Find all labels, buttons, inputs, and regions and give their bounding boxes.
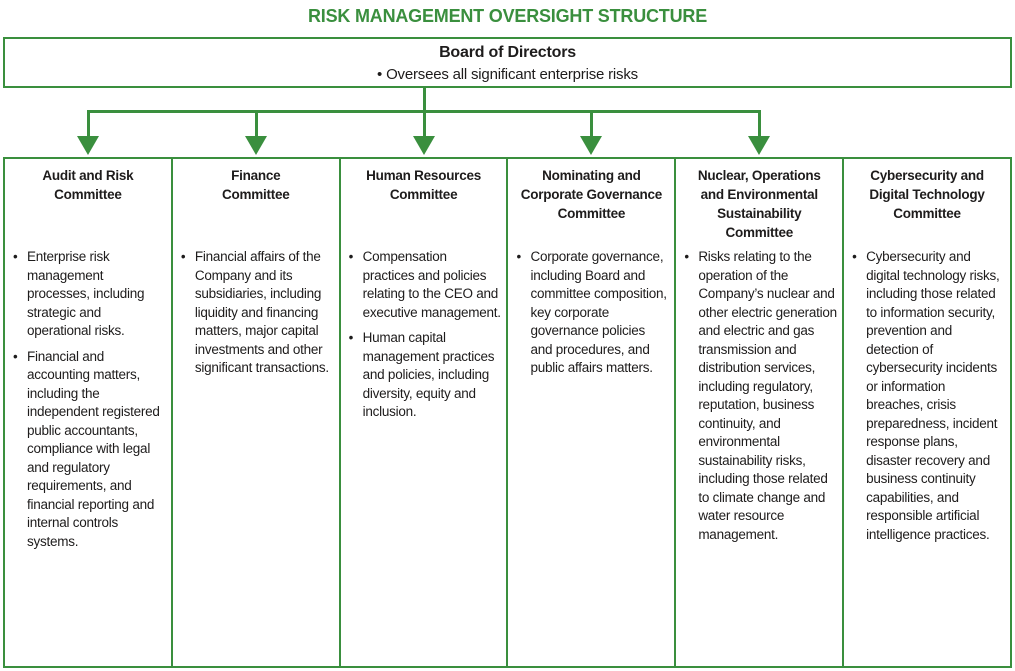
- committee-bullet: Cybersecurity and digital technology ris…: [849, 248, 1005, 544]
- committee-bullet-list: Compensation practices and policies rela…: [346, 248, 502, 422]
- committee-title: Nuclear, Operations and Environmental Su…: [697, 168, 821, 240]
- committee-title: Finance Committee: [221, 168, 290, 202]
- committee-box-cybersecurity-digital-technology: Cybersecurity and Digital Technology Com…: [844, 159, 1010, 666]
- committee-bullet-list: Cybersecurity and digital technology ris…: [849, 248, 1005, 544]
- committee-box-nuclear-operations-sustainability: Nuclear, Operations and Environmental Su…: [676, 159, 845, 666]
- committees-row: Audit and Risk Committee Enterprise risk…: [3, 157, 1012, 668]
- committee-bullet-list: Risks relating to the operation of the C…: [681, 248, 837, 544]
- committee-bullet-list: Financial affairs of the Company and its…: [178, 248, 334, 378]
- connector-arrows: [3, 88, 1012, 157]
- connector-drop-line: [422, 110, 426, 138]
- committee-title: Human Resources Committee: [366, 168, 481, 202]
- board-title: Board of Directors: [439, 44, 576, 61]
- connector-drop-line: [757, 110, 761, 138]
- committee-bullet: Human capital management practices and p…: [346, 329, 502, 422]
- committee-bullet: Risks relating to the operation of the C…: [681, 248, 837, 544]
- risk-oversight-diagram: RISK MANAGEMENT OVERSIGHT STRUCTURE Boar…: [0, 4, 1015, 671]
- committee-bullet-list: Enterprise risk management processes, in…: [10, 248, 166, 551]
- connector-drop-line: [86, 110, 90, 138]
- committee-title: Audit and Risk Committee: [42, 168, 134, 202]
- connector-drop-line: [589, 110, 593, 138]
- connector-drop-line: [254, 110, 258, 138]
- down-arrow-icon: [77, 136, 99, 155]
- committee-box-audit-and-risk: Audit and Risk Committee Enterprise risk…: [5, 159, 173, 666]
- committee-bullet: Financial and accounting matters, includ…: [10, 348, 166, 552]
- down-arrow-icon: [748, 136, 770, 155]
- committee-bullet: Enterprise risk management processes, in…: [10, 248, 166, 341]
- committee-bullet: Corporate governance, including Board an…: [513, 248, 669, 378]
- down-arrow-icon: [413, 136, 435, 155]
- down-arrow-icon: [245, 136, 267, 155]
- committee-bullet-list: Corporate governance, including Board an…: [513, 248, 669, 378]
- page-title: RISK MANAGEMENT OVERSIGHT STRUCTURE: [307, 6, 707, 26]
- committee-box-human-resources: Human Resources Committee Compensation p…: [341, 159, 509, 666]
- connector-trunk-line: [422, 88, 426, 113]
- committee-bullet: Compensation practices and policies rela…: [346, 248, 502, 322]
- down-arrow-icon: [580, 136, 602, 155]
- committee-bullet: Financial affairs of the Company and its…: [178, 248, 334, 378]
- committee-title: Nominating and Corporate Governance Comm…: [520, 168, 663, 221]
- board-of-directors-box: Board of Directors Oversees all signific…: [3, 37, 1012, 88]
- committee-title: Cybersecurity and Digital Technology Com…: [869, 168, 985, 221]
- committee-box-finance: Finance Committee Financial affairs of t…: [173, 159, 341, 666]
- committee-box-nominating-governance: Nominating and Corporate Governance Comm…: [508, 159, 677, 666]
- board-bullet: Oversees all significant enterprise risk…: [5, 64, 1010, 86]
